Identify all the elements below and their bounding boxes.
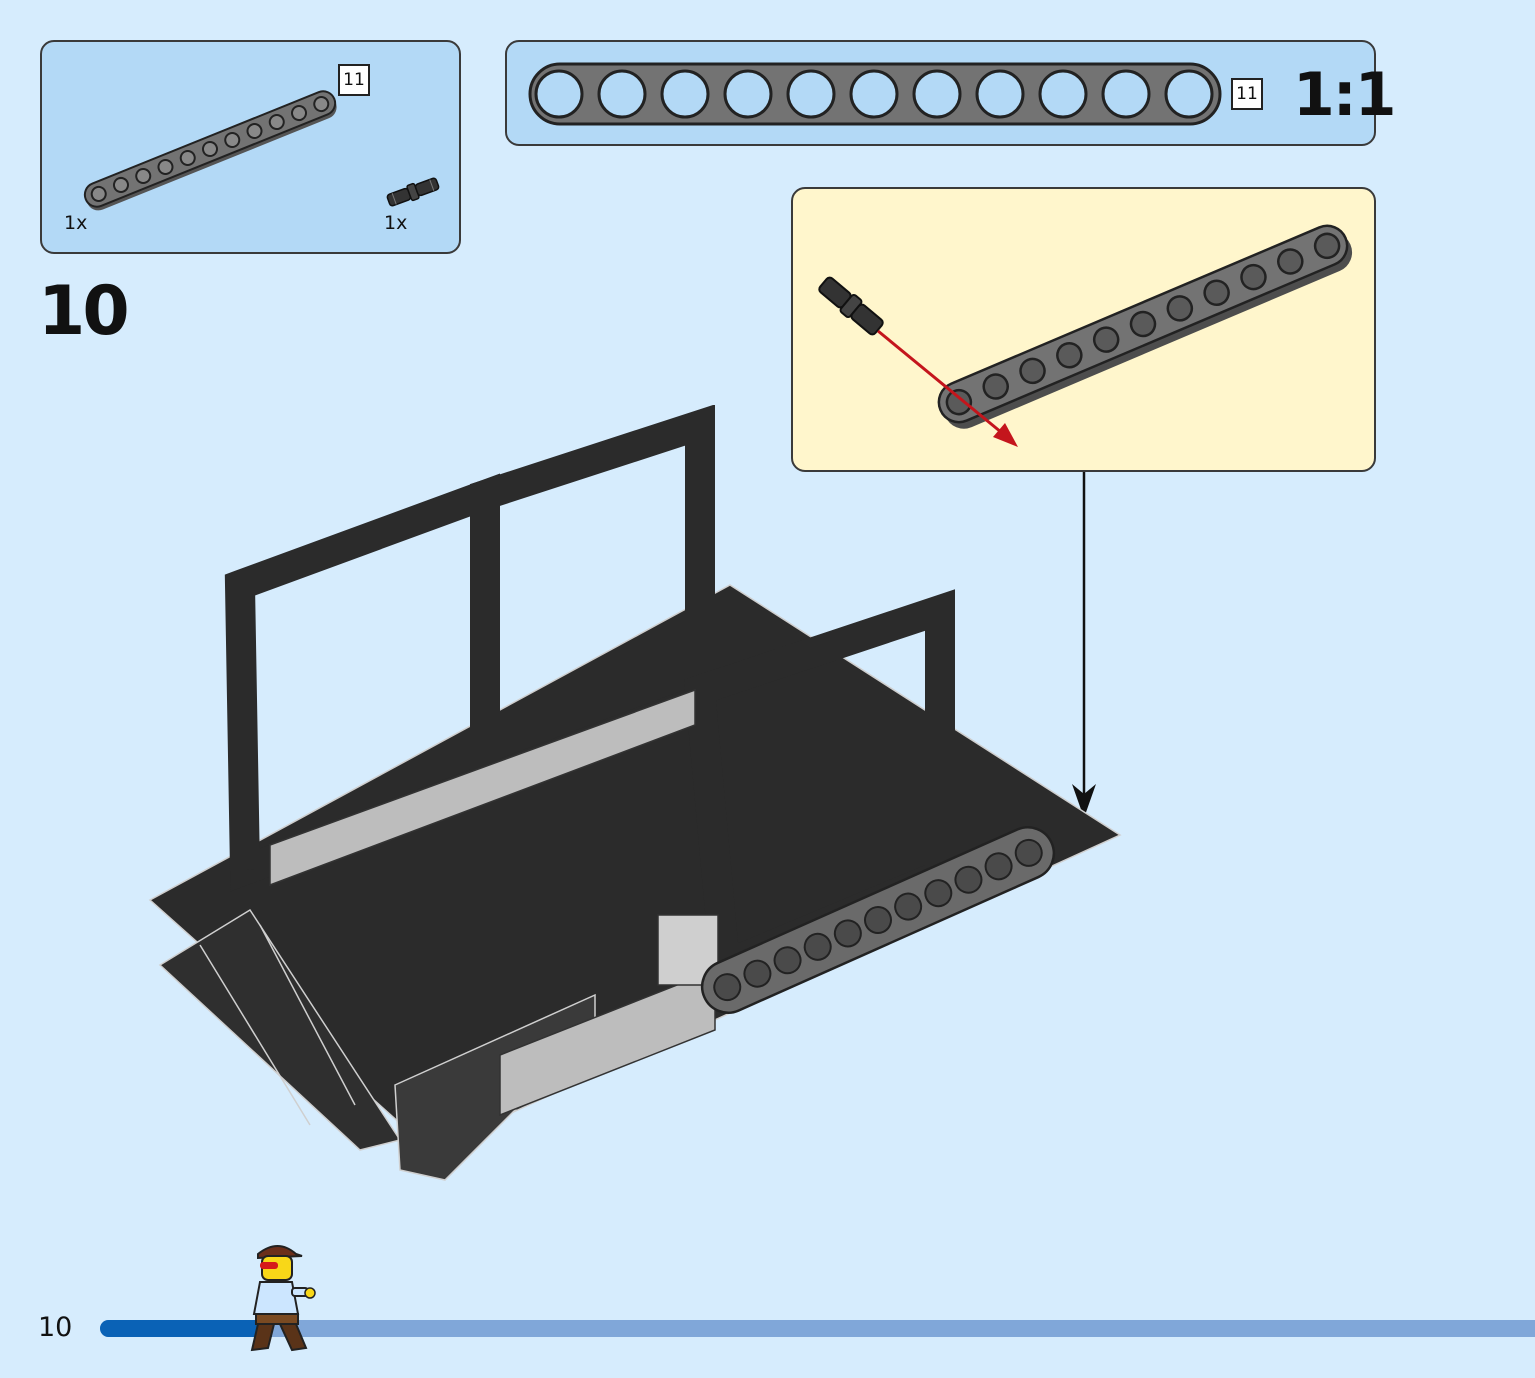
progress-fill — [100, 1320, 273, 1337]
scale-reference-panel: 11 1:1 — [505, 40, 1396, 146]
callout-beam — [937, 224, 1353, 429]
connector-arrow — [1072, 472, 1096, 818]
parts-list-panel: 11 1x 1x — [40, 40, 461, 254]
axle-pin-quantity: 1x — [384, 212, 408, 234]
grey-beam-back — [269, 688, 696, 887]
beam-quantity: 1x — [64, 212, 88, 234]
inserted-beam — [700, 826, 1056, 1014]
detail-callout — [791, 187, 1376, 472]
page-number: 10 — [38, 1312, 73, 1343]
scale-label: 1:1 — [1293, 60, 1396, 130]
beam-11-part-image — [83, 90, 337, 211]
step-number: 10 — [38, 272, 130, 351]
axle-pin-part-image — [386, 177, 440, 207]
beam-11-scale-image — [528, 62, 1222, 126]
scale-length-badge: 11 — [1231, 78, 1263, 110]
grey-beam-front — [499, 968, 716, 1117]
callout-axle-pin — [818, 276, 884, 336]
callout-illustration — [818, 224, 1353, 447]
beam-length-badge: 11 — [338, 64, 370, 96]
build-illustration — [148, 405, 1122, 1181]
insertion-arrow — [877, 329, 1018, 447]
minifigure-mascot — [250, 1245, 316, 1352]
progress-bar — [100, 1320, 1535, 1337]
